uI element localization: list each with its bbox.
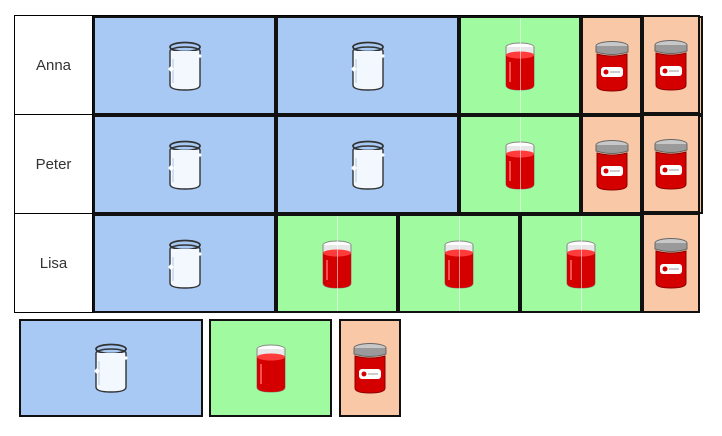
jam-filled-jar-tile <box>459 115 581 214</box>
jam-filled-jar-tile <box>520 214 642 313</box>
jam-filled-jar-icon <box>562 238 600 290</box>
row-anna: Anna <box>15 16 703 115</box>
empty-jar-icon <box>165 39 205 93</box>
legend-jam-jar-with-lid <box>339 319 401 417</box>
jam-jar-with-lid-icon <box>352 342 388 394</box>
empty-jar-icon <box>165 237 205 291</box>
jam-jar-with-lid-icon <box>594 139 630 191</box>
jam-filled-jar-tile <box>459 16 581 115</box>
jam-jar-with-lid-icon <box>653 138 689 190</box>
jam-jar-with-lid-icon <box>653 237 689 289</box>
legend-jam-filled-jar <box>209 319 332 417</box>
row-label: Anna <box>15 16 93 115</box>
empty-jar-icon <box>91 341 131 395</box>
jam-jar-with-lid-icon <box>653 39 689 91</box>
jam-filled-jar-icon <box>252 342 290 394</box>
jam-jar-with-lid-tile <box>642 213 700 313</box>
row-label: Peter <box>15 115 93 214</box>
empty-jar-tile <box>93 214 276 313</box>
empty-jar-tile <box>276 16 459 115</box>
empty-jar-icon <box>348 39 388 93</box>
empty-jar-tile <box>276 115 459 214</box>
jam-jar-with-lid-tile <box>642 15 700 114</box>
row-peter: Peter <box>15 115 703 214</box>
empty-jar-tile <box>93 16 276 115</box>
row-lisa: Lisa <box>15 214 642 313</box>
jar-assignment-board: Anna <box>14 15 703 313</box>
jam-jar-with-lid-icon <box>594 40 630 92</box>
jam-jar-with-lid-tile <box>581 16 642 115</box>
empty-jar-icon <box>348 138 388 192</box>
row-label: Lisa <box>15 214 93 313</box>
empty-jar-tile <box>93 115 276 214</box>
jam-jar-with-lid-tile <box>642 114 700 213</box>
jam-filled-jar-tile <box>276 214 398 313</box>
jam-jar-with-lid-tile <box>581 115 642 214</box>
empty-jar-icon <box>165 138 205 192</box>
legend-empty-jar <box>19 319 203 417</box>
jam-filled-jar-tile <box>398 214 520 313</box>
